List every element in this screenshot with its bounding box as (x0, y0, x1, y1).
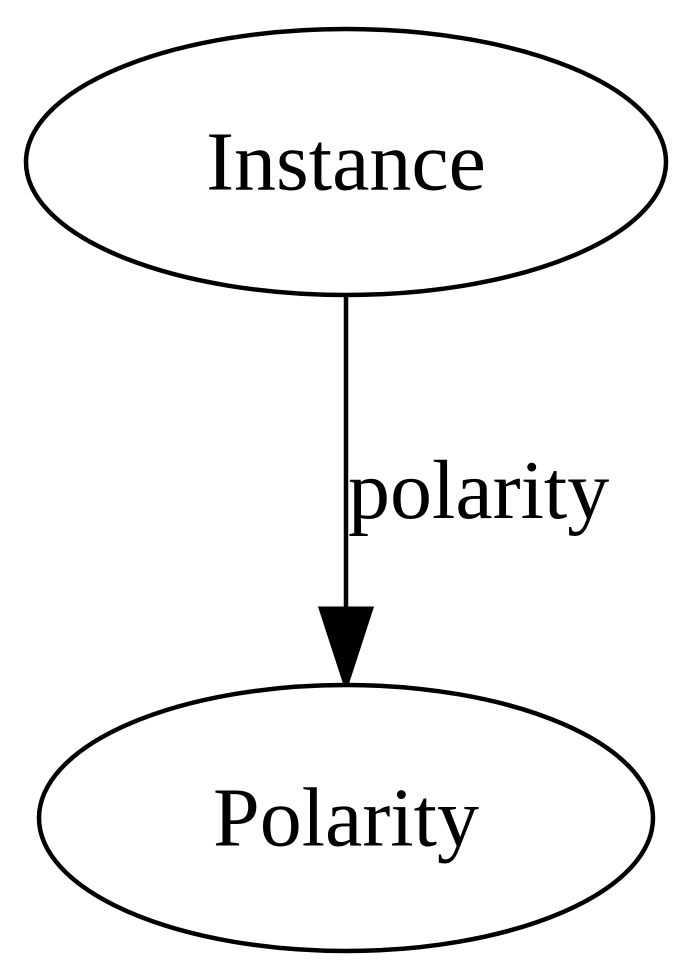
node-polarity: Polarity (36, 682, 656, 954)
node-instance-label: Instance (206, 116, 486, 209)
node-polarity-label: Polarity (213, 772, 479, 865)
node-polarity-shape (36, 682, 656, 954)
edge-polarity: polarity (317, 295, 609, 693)
edge-label: polarity (348, 444, 609, 537)
arrow-head (317, 606, 375, 693)
node-instance: Instance (23, 26, 669, 298)
